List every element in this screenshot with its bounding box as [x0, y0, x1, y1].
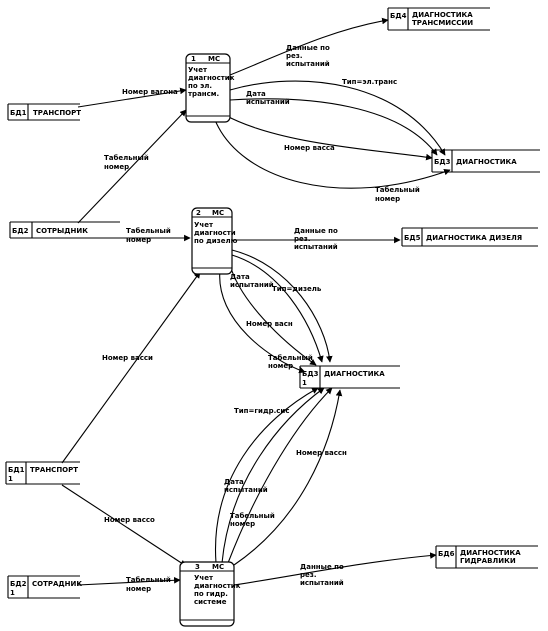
flow-p1-diag-curve-1 [229, 80, 446, 156]
flow-employee-to-p1 [77, 109, 187, 224]
process-1-number: 1 [191, 55, 196, 63]
flow-p1-diag-curve-4 [214, 119, 451, 189]
store-diag-mid-name: ДИАГНОСТИКА [324, 370, 385, 378]
flow-p3-diag-curve-4 [214, 387, 319, 564]
store-transport-bottom[interactable]: БД1 1 ТРАНСПОРТ [5, 461, 80, 485]
store-employee-mid-id: БД2 [12, 227, 29, 235]
flow-transport-to-p2 [61, 271, 201, 464]
store-diag-diesel-id: БД5 [404, 234, 421, 242]
process-3-code: МС [212, 563, 224, 571]
flow-employee-to-p3 [77, 576, 181, 586]
flow-p1-to-diag-transmission [229, 17, 389, 76]
store-diag-diesel-name: ДИАГНОСТИКА ДИЗЕЛЯ [426, 234, 522, 242]
store-employee-mid[interactable]: БД2 СОТРЫДНИК [9, 221, 120, 239]
flow-label-tip-gidr: Тип=гидр.сис [234, 407, 289, 415]
store-diag-diesel[interactable]: БД5 ДИАГНОСТИКА ДИЗЕЛЯ [401, 227, 538, 247]
store-employee-bottom-sub: 1 [10, 589, 15, 597]
store-diag-mid[interactable]: БД3 1 ДИАГНОСТИКА [299, 365, 400, 389]
flow-lines [61, 17, 451, 586]
flow-p1-diag-curve-3 [224, 114, 433, 161]
flow-p3-diag-curve-1 [233, 389, 343, 566]
store-diag-top[interactable]: БД3 ДИАГНОСТИКА [431, 149, 540, 173]
store-diag-mid-id: БД3 [302, 370, 319, 378]
store-diag-mid-sub: 1 [302, 379, 307, 387]
store-transport-top-name: ТРАНСПОРТ [33, 109, 81, 117]
store-employee-bottom-name: СОТРАДНИК [32, 580, 82, 588]
store-diag-top-id: БД3 [434, 158, 451, 166]
process-2-number: 2 [196, 209, 201, 217]
flow-label-nomer-vasn: Номер васн [246, 320, 293, 328]
flow-label-nomer-vasso: Номер вассо [104, 516, 155, 524]
flow-p1-diag-curve-2 [229, 98, 438, 156]
flow-transport-to-p3 [61, 484, 187, 567]
store-diag-transmission-id: БД4 [390, 12, 407, 20]
flow-p2-diag-curve-3 [229, 264, 317, 366]
flow-p2-diag-curve-4 [219, 269, 306, 374]
store-employee-bottom-id: БД2 [10, 580, 27, 588]
store-employee-bottom[interactable]: БД2 1 СОТРАДНИК [7, 575, 82, 599]
flow-label-nomer-vagona: Номер вагона [122, 88, 178, 96]
store-transport-top-id: БД1 [10, 109, 27, 117]
store-diag-top-name: ДИАГНОСТИКА [456, 158, 517, 166]
flow-label-nomer-vassn: Номер вассн [296, 449, 347, 457]
flow-p2-diag-curve-2 [231, 254, 324, 363]
store-transport-bottom-id: БД1 [8, 466, 25, 474]
store-employee-mid-name: СОТРЫДНИК [36, 227, 88, 235]
store-transport-bottom-name: ТРАНСПОРТ [30, 466, 78, 474]
store-transport-bottom-sub: 1 [8, 475, 13, 483]
store-transport-top[interactable]: БД1 ТРАНСПОРТ [7, 103, 81, 121]
flow-p3-to-diag-hydraulics [233, 552, 437, 586]
flow-p2-diag-curve-1 [231, 249, 333, 363]
process-2-code: МС [212, 209, 224, 217]
flow-label-nomer-vassi: Номер васси [102, 354, 153, 362]
flow-transport-to-p1 [77, 87, 187, 108]
flow-label-tip-dizel: Тип=дизель [272, 285, 322, 293]
flow-p3-diag-curve-3 [221, 387, 325, 564]
flow-label-nomer-vassa-top: Номер васса [284, 144, 335, 152]
process-1-code: МС [208, 55, 220, 63]
process-3-number: 3 [195, 563, 200, 571]
store-diag-hydraulics-id: БД6 [438, 550, 455, 558]
flow-p3-diag-curve-2 [227, 387, 333, 564]
flow-label-tip-el-trans: Тип=эл.транс [342, 78, 397, 86]
